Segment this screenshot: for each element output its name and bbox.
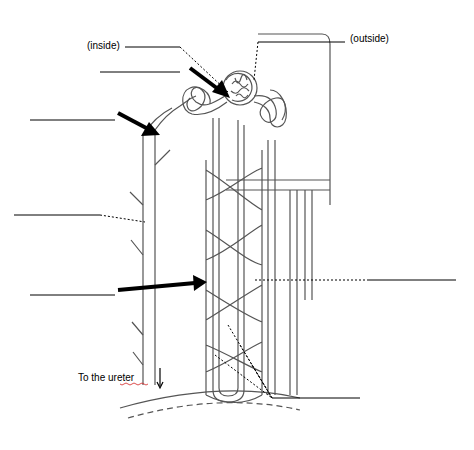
answer-line <box>14 215 100 216</box>
flow-arrow <box>159 368 160 386</box>
loop-of-henle <box>213 118 244 402</box>
glomerulus-capillaries <box>231 74 249 97</box>
tissue-outline <box>258 34 330 205</box>
leader-line <box>215 325 272 398</box>
answer-line <box>368 280 456 281</box>
label-text: To the ureter <box>78 372 134 384</box>
leader-line <box>100 215 145 222</box>
answer-line <box>272 398 360 399</box>
capillary-network <box>206 150 262 403</box>
flow-arrowhead <box>157 382 163 388</box>
spellcheck-underline <box>120 383 148 385</box>
blood-vessel <box>268 140 312 395</box>
renal-pelvis <box>120 391 300 408</box>
pointer-arrowhead <box>141 122 160 136</box>
renal-pelvis <box>128 403 300 418</box>
leader-line <box>254 42 258 80</box>
bowmans-capsule-inner <box>226 73 252 101</box>
answer-line <box>258 42 345 43</box>
label-text: (outside) <box>350 33 389 45</box>
bowmans-capsule <box>223 71 257 105</box>
answer-line <box>30 120 115 121</box>
collecting-duct <box>143 130 155 385</box>
blood-vessel <box>226 180 330 190</box>
label-text: (inside) <box>87 40 120 52</box>
leader-line <box>255 280 368 281</box>
pointer-arrow <box>118 283 195 290</box>
pointer-arrow <box>118 113 150 130</box>
duct-branch <box>130 150 170 365</box>
answer-line <box>125 47 180 48</box>
convoluted-tubule <box>254 90 286 127</box>
answer-line <box>100 72 180 73</box>
answer-line <box>30 295 115 296</box>
pointer-arrowhead <box>212 80 230 98</box>
pointer-arrowhead <box>193 275 207 291</box>
